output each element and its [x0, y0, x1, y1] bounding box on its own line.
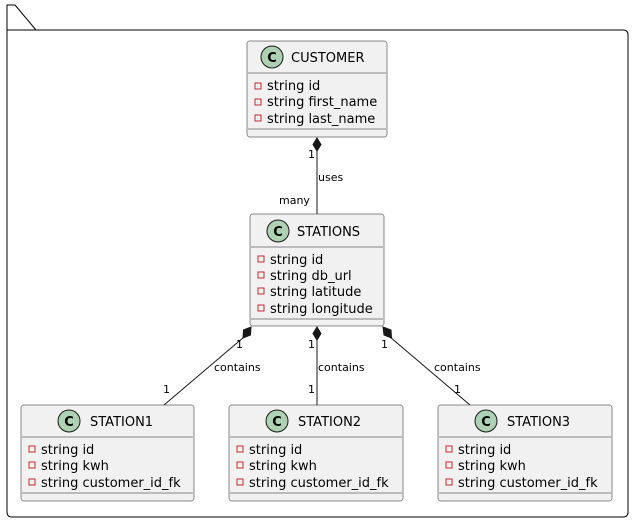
multiplicity-label: 1 [308, 383, 315, 396]
svg-text:C: C [267, 51, 277, 66]
multiplicity-label: 1 [308, 338, 315, 351]
attribute-text: string db_url [270, 269, 352, 284]
attribute-row: string customer_id_fk [445, 476, 598, 491]
class-icon: C [57, 409, 81, 433]
multiplicity-label: 1 [454, 383, 461, 396]
relation-label: contains [318, 361, 365, 374]
class-station2[interactable]: C STATION2 string id string kwh string c… [228, 404, 404, 502]
attribute-row: string id [254, 79, 320, 94]
class-icon: C [266, 219, 290, 243]
attribute-text: string id [458, 443, 511, 458]
attribute-text: string customer_id_fk [41, 476, 181, 491]
relation-customer-stations: 1 uses many [279, 137, 343, 214]
class-name: STATION3 [507, 415, 570, 430]
attribute-text: string customer_id_fk [249, 476, 389, 491]
attribute-text: string kwh [458, 459, 526, 474]
package-frame [6, 4, 629, 518]
attribute-row: string kwh [236, 459, 317, 474]
attribute-row: string id [445, 443, 511, 458]
class-name: STATIONS [297, 225, 360, 240]
class-stations[interactable]: C STATIONS string id string db_url strin… [249, 213, 385, 327]
class-name: STATION2 [298, 415, 361, 430]
relation-stations-station1: 1 contains 1 [163, 326, 261, 406]
multiplicity-label: 1 [163, 383, 170, 396]
attribute-row: string longitude [257, 302, 373, 317]
attribute-row: string kwh [28, 459, 109, 474]
class-icon: C [265, 409, 289, 433]
attribute-row: string customer_id_fk [236, 476, 389, 491]
class-icon: C [474, 409, 498, 433]
composition-diamond [312, 137, 322, 152]
class-icon: C [260, 45, 284, 69]
class-customer[interactable]: C CUSTOMER string id string first_name s… [246, 40, 388, 138]
composition-diamond [382, 326, 393, 339]
svg-text:C: C [273, 225, 283, 240]
attribute-text: string longitude [270, 302, 373, 317]
class-name: STATION1 [90, 415, 153, 430]
multiplicity-label: many [279, 194, 310, 207]
attribute-text: string first_name [267, 95, 377, 110]
relation-stations-station3: 1 contains 1 [381, 326, 481, 406]
attribute-text: string last_name [267, 112, 375, 127]
attribute-text: string id [249, 443, 302, 458]
attribute-row: string id [236, 443, 302, 458]
relation-label: contains [214, 361, 261, 374]
relation-stations-station2: 1 contains 1 [308, 326, 365, 405]
attribute-row: string id [257, 253, 323, 268]
attribute-row: string latitude [257, 285, 361, 300]
class-station1[interactable]: C STATION1 string id string kwh string c… [20, 404, 195, 502]
attribute-row: string kwh [445, 459, 526, 474]
attribute-row: string first_name [254, 95, 377, 110]
composition-diamond [312, 326, 322, 341]
svg-text:C: C [481, 415, 491, 430]
attribute-row: string id [28, 443, 94, 458]
attribute-text: string latitude [270, 285, 361, 300]
attribute-text: string kwh [41, 459, 109, 474]
attribute-text: string id [270, 253, 323, 268]
relation-label: contains [434, 361, 481, 374]
relation-label: uses [318, 171, 343, 184]
attribute-text: string customer_id_fk [458, 476, 598, 491]
class-station3[interactable]: C STATION3 string id string kwh string c… [437, 404, 613, 502]
composition-diamond [242, 326, 252, 339]
multiplicity-label: 1 [308, 148, 315, 161]
svg-text:C: C [272, 415, 282, 430]
class-name: CUSTOMER [291, 51, 364, 66]
attribute-text: string id [41, 443, 94, 458]
attribute-row: string customer_id_fk [28, 476, 181, 491]
attribute-row: string last_name [254, 112, 375, 127]
multiplicity-label: 1 [236, 338, 243, 351]
attribute-row: string db_url [257, 269, 352, 284]
svg-text:C: C [64, 415, 74, 430]
multiplicity-label: 1 [381, 338, 388, 351]
attribute-text: string kwh [249, 459, 317, 474]
attribute-text: string id [267, 79, 320, 94]
